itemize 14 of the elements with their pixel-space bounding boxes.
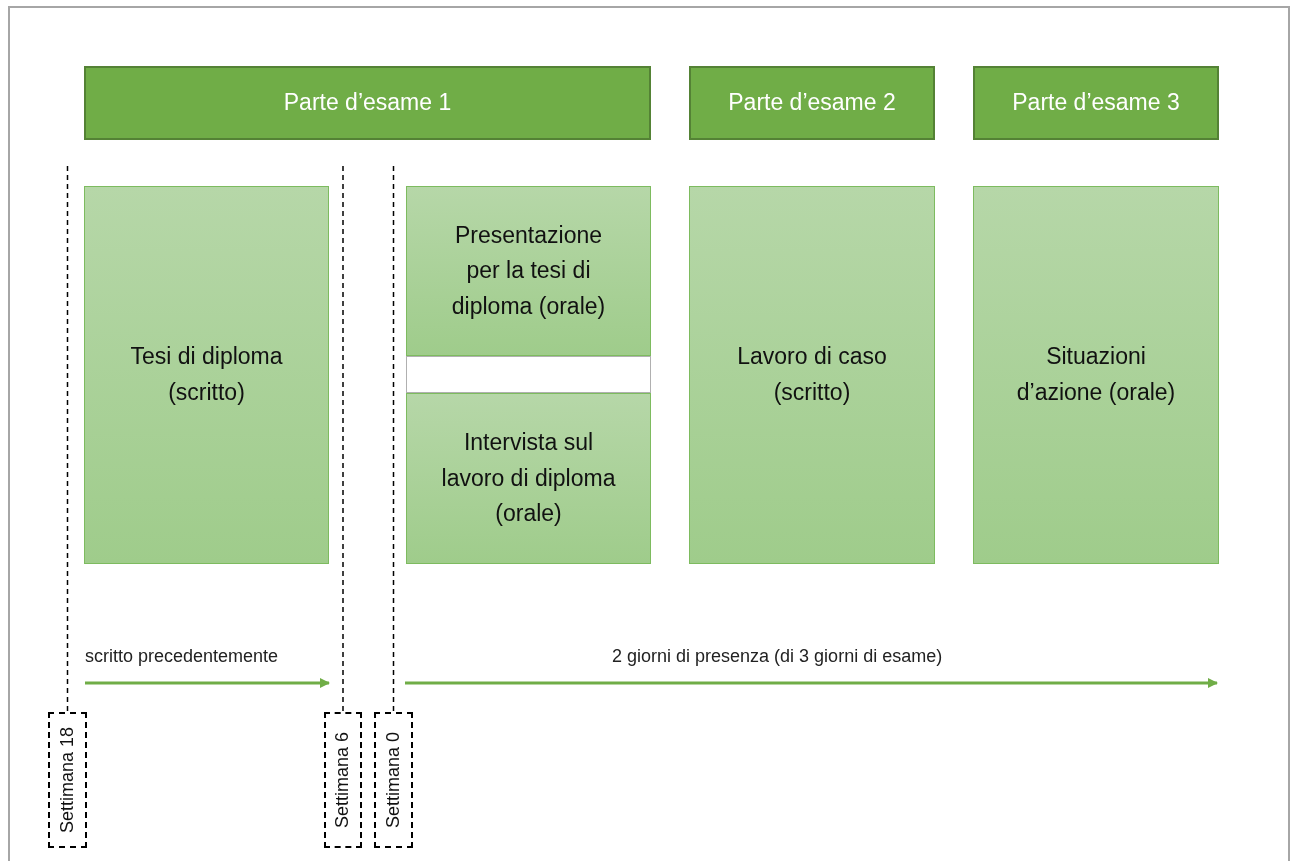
week-marker: Settimana 0 xyxy=(374,712,413,848)
timeline-label: scritto precedentemente xyxy=(85,646,279,667)
empty-box xyxy=(406,356,651,393)
exam-box: Lavoro di caso (scritto) xyxy=(689,186,935,564)
week-marker: Settimana 18 xyxy=(48,712,87,848)
header-bar: Parte d’esame 1 xyxy=(84,66,651,140)
exam-box: Tesi di diploma (scritto) xyxy=(84,186,329,564)
header-bar: Parte d’esame 2 xyxy=(689,66,935,140)
timeline-label: 2 giorni di presenza (di 3 giorni di esame) xyxy=(612,646,943,667)
header-bar: Parte d’esame 3 xyxy=(973,66,1219,140)
exam-box: Presentazione per la tesi di diploma (orale) xyxy=(406,186,651,356)
exam-box: Intervista sul lavoro di diploma (orale) xyxy=(406,393,651,564)
exam-box: Situazioni d’azione (orale) xyxy=(973,186,1219,564)
week-marker: Settimana 6 xyxy=(324,712,362,848)
